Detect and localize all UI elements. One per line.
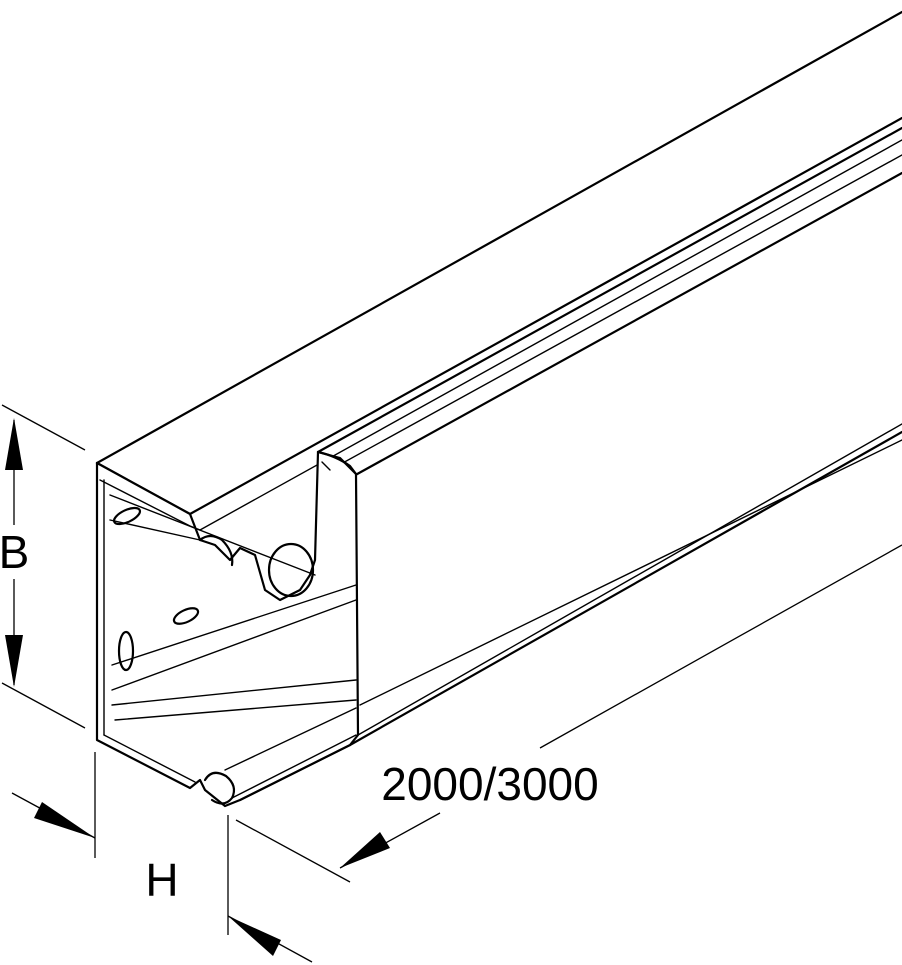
h-arrow-right: [228, 916, 281, 956]
end-profile: [95, 450, 360, 808]
round-knockout-hole: [267, 542, 315, 598]
slot-hole-vertical: [117, 630, 135, 672]
mounting-holes: [112, 506, 315, 672]
base-floor-line: [103, 734, 196, 783]
length-arrow: [340, 832, 390, 868]
lid-top-edge: [316, 126, 902, 454]
backplate-rail-5: [111, 679, 357, 706]
backplate-rail-3: [111, 584, 357, 666]
base-top-edge: [95, 10, 902, 465]
b-arrow-top: [5, 418, 23, 470]
slot-hole-top: [112, 506, 142, 526]
upper-clip-curl: [198, 534, 234, 567]
length-extension-near: [235, 819, 351, 883]
lid-end-edge: [316, 450, 358, 476]
dimension-length: 2000/3000: [235, 758, 599, 883]
lid-mid-groove-2: [359, 439, 902, 706]
dimension-b: B: [0, 404, 86, 729]
base-inner-rail-1: [199, 139, 902, 531]
bottom-clip-rail: [224, 707, 357, 771]
b-label: B: [0, 526, 29, 578]
dimension-h: H: [11, 752, 313, 963]
lid-top-inner-edge: [348, 171, 902, 480]
b-extension-top: [1, 404, 86, 451]
slot-hole-middle: [172, 607, 200, 625]
b-arrow-bottom: [5, 635, 23, 687]
length-extension-line: [539, 544, 902, 749]
backplate-rail-4: [111, 599, 357, 691]
lid-mid-groove-1: [357, 423, 902, 736]
lid-end-inner: [321, 461, 331, 471]
bottom-clip-curl: [203, 771, 236, 805]
base-inner-top-edge: [188, 116, 902, 516]
b-extension-bottom: [1, 682, 86, 729]
length-label: 2000/3000: [381, 758, 598, 810]
h-label: H: [145, 854, 178, 906]
lid-top-rail: [329, 154, 902, 471]
h-arrow-left: [34, 802, 95, 838]
b-label-bg: [0, 525, 30, 579]
lid-bottom-edge: [348, 430, 902, 747]
backplate-rail-6: [114, 699, 357, 721]
bottom-clip-rail-2: [231, 734, 357, 799]
base-profile-outline: [95, 450, 360, 808]
